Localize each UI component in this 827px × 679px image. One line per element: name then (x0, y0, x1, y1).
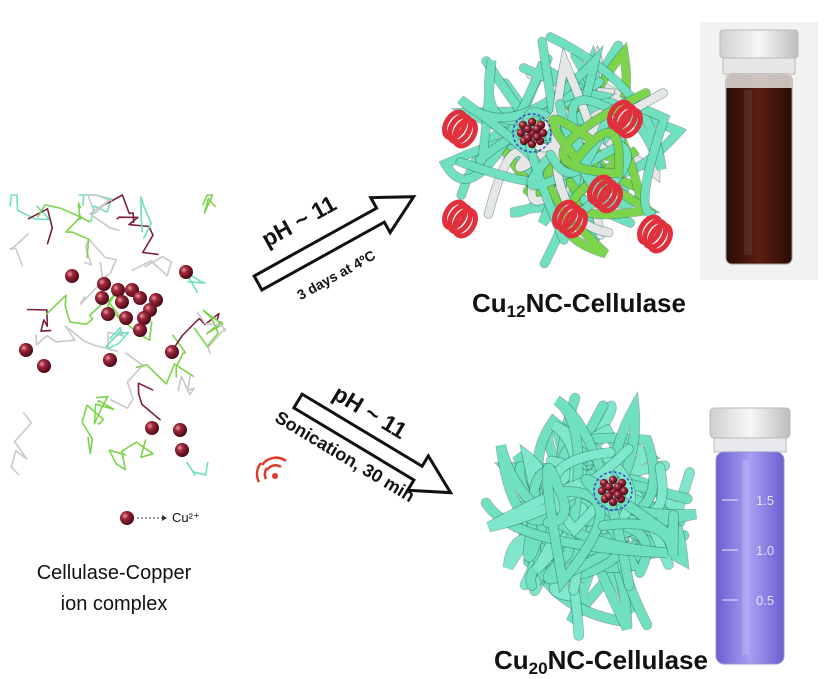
copper-ion-sphere (165, 345, 179, 359)
brown-vial-photo (700, 22, 818, 280)
copper-ions (19, 265, 193, 457)
copper-ion-sphere (95, 291, 109, 305)
cu12-product-label: Cu12NC-Cellulase (472, 288, 686, 322)
top-reaction-arrow (252, 195, 417, 293)
vial-mark-label: 1.5 (756, 493, 774, 508)
complex-label-line1: Cellulase-Copper (36, 562, 192, 584)
copper-ion-sphere (173, 423, 187, 437)
cu12-prefix: Cu (472, 288, 507, 318)
cu20-prefix: Cu (494, 645, 529, 675)
copper-ion-sphere (37, 359, 51, 373)
cu12-subscript: 12 (506, 302, 526, 321)
cu20-product-label: Cu20NC-Cellulase (494, 645, 708, 679)
copper-ion-sphere (115, 295, 129, 309)
legend-copper-ion-text: Cu²⁺ (172, 510, 200, 525)
copper-ion-sphere (133, 291, 147, 305)
cu12-cellulase-structure (438, 32, 688, 269)
copper-ion-sphere (137, 311, 151, 325)
copper-ion-sphere (119, 311, 133, 325)
copper-ion-sphere (175, 443, 189, 457)
copper-ion-sphere (111, 283, 125, 297)
copper-ion-sphere (145, 421, 159, 435)
copper-ion-sphere (65, 269, 79, 283)
copper-ion-sphere (133, 323, 147, 337)
complex-label-line2: ion complex (60, 593, 168, 615)
cu20-subscript: 20 (528, 659, 548, 678)
cu12-suffix: NC-Cellulase (525, 288, 686, 318)
vial-mark-label: 1.0 (756, 543, 774, 558)
bottom-reaction-arrow (291, 392, 454, 495)
copper-ion-sphere (97, 277, 111, 291)
copper-ion-sphere (179, 265, 193, 279)
cellulase-backbone-trace (9, 194, 226, 476)
legend-copper-ion-icon (120, 511, 167, 525)
vial-volume-marks: 1.5 1.0 0.5 (722, 493, 774, 608)
copper-ion-sphere (103, 353, 117, 367)
cu20-suffix: NC-Cellulase (547, 645, 708, 675)
sonication-icon (255, 456, 287, 483)
complex-label: Cellulase-Copper ion complex (14, 558, 214, 620)
purple-vial-photo (709, 407, 791, 665)
copper-ion-sphere (19, 343, 33, 357)
cu20-cellulase-structure (480, 390, 698, 641)
vial-mark-label: 0.5 (756, 593, 774, 608)
copper-ion-sphere (101, 307, 115, 321)
